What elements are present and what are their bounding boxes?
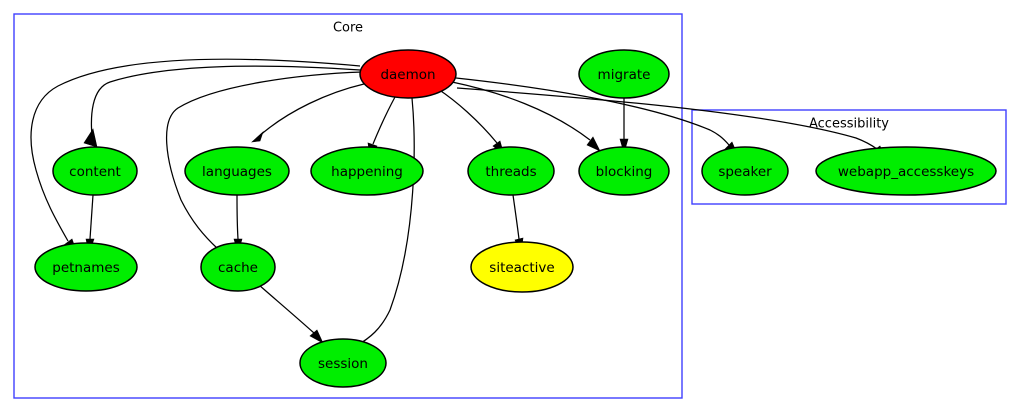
edge-arrowhead <box>586 136 601 152</box>
node-label: content <box>69 164 121 180</box>
edge-line <box>30 58 361 242</box>
node-shape[interactable] <box>815 146 997 196</box>
cluster-label: Core <box>333 21 363 36</box>
cluster-border <box>13 13 683 399</box>
node-label: petnames <box>52 260 120 276</box>
node-petnames[interactable]: petnames <box>34 242 138 292</box>
edge-line <box>165 71 363 250</box>
node-label: languages <box>202 164 272 180</box>
node-speaker[interactable]: speaker <box>701 146 789 196</box>
node-label: blocking <box>596 164 653 180</box>
edge-line <box>456 87 878 150</box>
edge-arrowhead <box>619 138 629 155</box>
node-shape[interactable] <box>578 146 670 196</box>
node-shape[interactable] <box>52 146 138 196</box>
node-label: threads <box>485 164 536 180</box>
edge-line <box>512 194 520 240</box>
node-content[interactable]: content <box>52 146 138 196</box>
node-shape[interactable] <box>184 146 290 196</box>
edge-line <box>455 77 730 146</box>
cluster-cluster_core: Core <box>13 13 683 399</box>
edge-daemon-to-blocking <box>451 81 601 152</box>
edge-line <box>90 65 361 146</box>
node-label: cache <box>218 260 258 276</box>
edge-daemon-to-session <box>344 97 415 353</box>
edge-line <box>437 88 498 144</box>
node-label: happening <box>331 164 403 180</box>
node-shape[interactable] <box>200 242 276 292</box>
node-siteactive[interactable]: siteactive <box>470 241 574 293</box>
cluster-label: Accessibility <box>809 117 889 132</box>
edge-line <box>258 284 315 334</box>
node-shape[interactable] <box>299 338 387 388</box>
node-shape[interactable] <box>578 49 670 99</box>
cluster-border <box>691 109 1007 205</box>
node-label: daemon <box>380 67 435 83</box>
edge-line <box>372 96 396 145</box>
node-label: session <box>318 356 368 372</box>
edges-layer <box>30 58 887 353</box>
edge-arrowhead <box>309 329 324 344</box>
edge-line <box>256 83 365 139</box>
edge-line <box>89 194 94 240</box>
node-webapp_accesskeys[interactable]: webapp_accesskeys <box>815 146 997 196</box>
node-shape[interactable] <box>701 146 789 196</box>
edge-daemon-to-threads <box>437 88 505 156</box>
node-shape[interactable] <box>359 49 457 99</box>
cluster-cluster_accessibility: Accessibility <box>691 109 1007 205</box>
edge-line <box>236 194 239 240</box>
node-label: webapp_accesskeys <box>838 164 974 180</box>
edge-daemon-to-content <box>83 65 361 148</box>
edge-migrate-to-blocking <box>619 98 629 155</box>
node-languages[interactable]: languages <box>184 146 290 196</box>
edge-line <box>355 97 415 347</box>
node-session[interactable]: session <box>299 338 387 388</box>
node-migrate[interactable]: migrate <box>578 49 670 99</box>
node-threads[interactable]: threads <box>467 146 555 196</box>
edge-arrowhead <box>251 131 264 143</box>
node-blocking[interactable]: blocking <box>578 146 670 196</box>
node-label: speaker <box>718 164 772 180</box>
node-happening[interactable]: happening <box>310 146 424 196</box>
node-cache[interactable]: cache <box>200 242 276 292</box>
edge-daemon-to-languages <box>251 83 365 143</box>
node-shape[interactable] <box>467 146 555 196</box>
edge-cache-to-session <box>258 284 324 344</box>
node-label: siteactive <box>489 260 554 276</box>
node-shape[interactable] <box>470 241 574 293</box>
node-label: migrate <box>598 67 651 83</box>
node-daemon[interactable]: daemon <box>359 49 457 99</box>
node-shape[interactable] <box>34 242 138 292</box>
edge-line <box>451 81 591 141</box>
nodes-layer: daemon migrate content languages happening th… <box>34 49 997 388</box>
edge-arrowhead <box>83 128 98 148</box>
node-shape[interactable] <box>310 146 424 196</box>
